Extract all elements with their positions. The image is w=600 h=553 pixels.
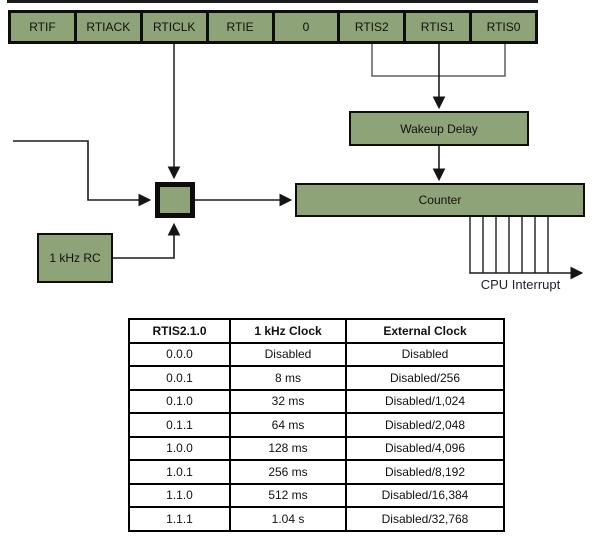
table-header-rtis-bits: RTIS2.1.0: [128, 318, 231, 344]
table-cell-khz: 8 ms: [229, 365, 347, 391]
external-clock-input-line: [13, 140, 152, 207]
table-row: 0.1.1 64 ms Disabled/2,048: [128, 412, 505, 438]
cpu-interrupt-label: CPU Interrupt: [480, 277, 561, 292]
table-row: 1.0.0 128 ms Disabled/4,096: [128, 435, 505, 461]
counter-label: Counter: [418, 193, 462, 207]
register-bit-rtiack: RTIACK: [76, 13, 140, 41]
table-row: 0.0.1 8 ms Disabled/256: [128, 365, 505, 391]
rc-oscillator-block: 1 kHz RC: [37, 233, 113, 283]
table-cell-bits: 1.0.1: [128, 459, 231, 485]
table-cell-khz: 256 ms: [229, 459, 347, 485]
table-cell-khz: 512 ms: [229, 482, 347, 508]
wakeup-delay-block: Wakeup Delay: [349, 111, 529, 146]
register-bit-rtie: RTIE: [208, 13, 272, 41]
rtis-settings-table: RTIS2.1.0 1 kHz Clock External Clock 0.0…: [128, 318, 505, 532]
clock-select-mux-block: [155, 182, 195, 218]
table-cell-ext: Disabled/256: [345, 365, 505, 391]
table-cell-ext: Disabled/32,768: [345, 506, 505, 532]
rc-to-mux-line: [113, 222, 181, 259]
register-bit-rticlk: RTICLK: [142, 13, 206, 41]
table-row: 1.1.1 1.04 s Disabled/32,768: [128, 506, 505, 532]
register-bit-zero: 0: [274, 13, 338, 41]
table-cell-bits: 0.0.0: [128, 341, 231, 367]
register-bit-rtif: RTIF: [11, 13, 74, 41]
table-cell-ext: Disabled: [345, 341, 505, 367]
counter-output-bus-lines: [469, 217, 549, 273]
table-cell-ext: Disabled/16,384: [345, 482, 505, 508]
table-header-1khz-clock: 1 kHz Clock: [229, 318, 347, 344]
table-header-external-clock: External Clock: [345, 318, 505, 344]
table-row: 0.0.0 Disabled Disabled: [128, 341, 505, 367]
figure-top-rule: [7, 0, 538, 3]
rti-control-register-row: RTIF RTIACK RTICLK RTIE 0 RTIS2 RTIS1 RT…: [8, 10, 538, 44]
table-cell-ext: Disabled/1,024: [345, 388, 505, 414]
table-row: 1.0.1 256 ms Disabled/8,192: [128, 459, 505, 485]
register-bit-rtis2: RTIS2: [340, 13, 404, 41]
table-row: 0.1.0 32 ms Disabled/1,024: [128, 388, 505, 414]
rc-oscillator-label: 1 kHz RC: [49, 251, 101, 265]
table-cell-ext: Disabled/8,192: [345, 459, 505, 485]
table-cell-khz: 64 ms: [229, 412, 347, 438]
table-cell-khz: 1.04 s: [229, 506, 347, 532]
counter-block: Counter: [295, 183, 585, 217]
table-cell-khz: 128 ms: [229, 435, 347, 461]
table-cell-khz: Disabled: [229, 341, 347, 367]
table-row: 1.1.0 512 ms Disabled/16,384: [128, 482, 505, 508]
table-cell-bits: 0.1.1: [128, 412, 231, 438]
register-bit-rtis0: RTIS0: [472, 13, 535, 41]
table-cell-ext: Disabled/2,048: [345, 412, 505, 438]
table-cell-bits: 1.0.0: [128, 435, 231, 461]
table-cell-ext: Disabled/4,096: [345, 435, 505, 461]
table-header-row: RTIS2.1.0 1 kHz Clock External Clock: [128, 318, 505, 344]
table-cell-bits: 0.1.0: [128, 388, 231, 414]
table-cell-khz: 32 ms: [229, 388, 347, 414]
wakeup-delay-label: Wakeup Delay: [400, 121, 478, 136]
register-bit-rtis1: RTIS1: [406, 13, 470, 41]
table-cell-bits: 0.0.1: [128, 365, 231, 391]
table-cell-bits: 1.1.0: [128, 482, 231, 508]
table-cell-bits: 1.1.1: [128, 506, 231, 532]
